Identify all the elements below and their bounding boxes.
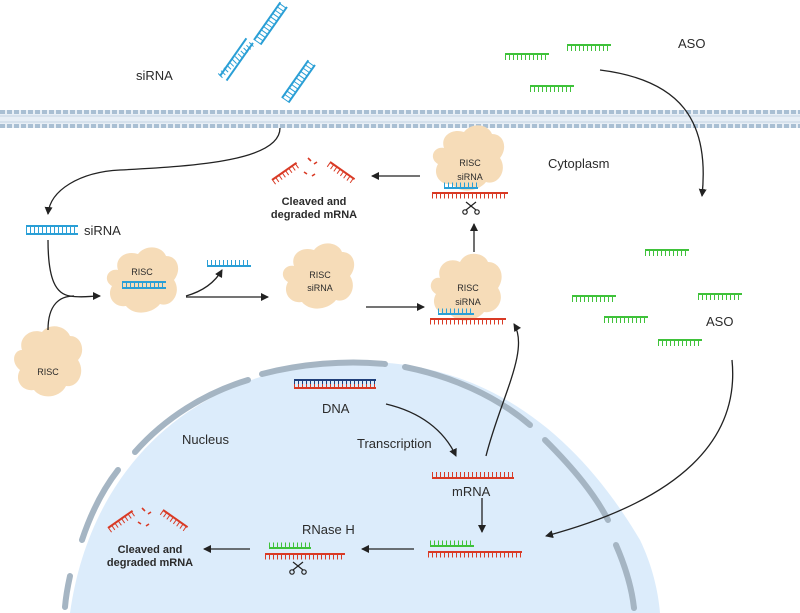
sirna-duplex-outside-1 (217, 37, 256, 82)
label-cleaved-top-line2: degraded mRNA (271, 209, 357, 221)
arrow-risc-merge-bottom (47, 295, 75, 331)
risc-label-active: RISC (309, 270, 331, 280)
cleaved-mrna-top (271, 157, 356, 185)
arrow-transcription (385, 403, 457, 457)
cell-membrane (0, 110, 800, 128)
aso-outside (505, 44, 611, 92)
arrow-aso-entry (599, 69, 707, 197)
risc-complex-cleaving: RISC siRNA (432, 125, 508, 215)
label-transcription: Transcription (357, 436, 432, 451)
arrow-sirna-entry (44, 127, 281, 215)
rnase-h-cleavage (265, 542, 345, 575)
label-aso-right: ASO (706, 314, 733, 329)
risc-label-free: RISC (37, 367, 59, 377)
sirna-label-cleaving: siRNA (457, 172, 483, 182)
arrows (44, 69, 734, 553)
nucleus (70, 361, 660, 613)
mrna-strand (432, 472, 514, 479)
arrow-sirna-merge-top (47, 239, 101, 301)
risc-complex-free: RISC (14, 326, 83, 397)
risc-label-loading: RISC (131, 267, 153, 277)
label-sirna-left: siRNA (84, 223, 121, 238)
sirna-duplex-cytoplasm (26, 225, 78, 235)
label-rnase-h: RNase H (302, 522, 355, 537)
sirna-label-target-bound: siRNA (455, 297, 481, 307)
nuclear-envelope (62, 359, 637, 611)
sirna-duplex-outside-3 (281, 59, 316, 104)
label-sirna-top: siRNA (136, 68, 173, 83)
aso-mrna-hybrid (428, 540, 522, 558)
arrow-mrna-export (485, 323, 522, 457)
aso-cytoplasm (572, 249, 742, 346)
sirna-label-active: siRNA (307, 283, 333, 293)
risc-complex-target-bound: RISC siRNA (430, 253, 506, 325)
sirna-duplex-outside-2 (253, 1, 288, 46)
label-dna: DNA (322, 401, 350, 416)
label-cleaved-bottom-line1: Cleaved and (118, 544, 183, 556)
risc-complex-loading: RISC (106, 247, 179, 313)
scissors-icon (289, 561, 307, 575)
label-nucleus: Nucleus (182, 432, 229, 447)
label-cleaved-top-line1: Cleaved and (282, 196, 347, 208)
label-aso-top: ASO (678, 36, 705, 51)
risc-label-cleaving: RISC (459, 158, 481, 168)
passenger-strand (207, 260, 251, 267)
arrow-aso-to-nucleus (545, 359, 734, 539)
risc-complex-active: RISC siRNA (282, 243, 355, 309)
label-cytoplasm: Cytoplasm (548, 156, 609, 171)
risc-label-target-bound: RISC (457, 283, 479, 293)
label-mrna: mRNA (452, 484, 491, 499)
label-cleaved-bottom-line2: degraded mRNA (107, 557, 193, 569)
dna-strand (294, 379, 376, 389)
arrow-passenger-release (185, 269, 223, 297)
scissors-icon (462, 201, 480, 215)
